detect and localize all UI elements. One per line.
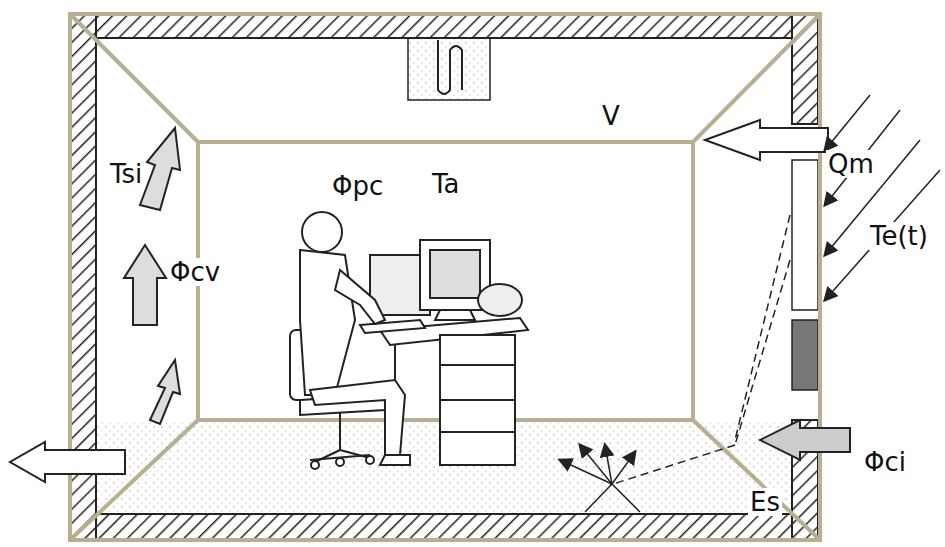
conduction-label: Φci [862,448,908,476]
solar-label: Es [748,488,782,516]
convection-label: Φcv [168,258,222,286]
air-temp-label: Ta [430,170,462,198]
airflow-label: Qm [826,150,876,178]
outdoor-temp-label: Te(t) [868,222,930,250]
pc-gain-label: Φpc [330,172,385,200]
volume-label: V [600,102,622,130]
surface-temp-label: Tsi [108,160,144,188]
